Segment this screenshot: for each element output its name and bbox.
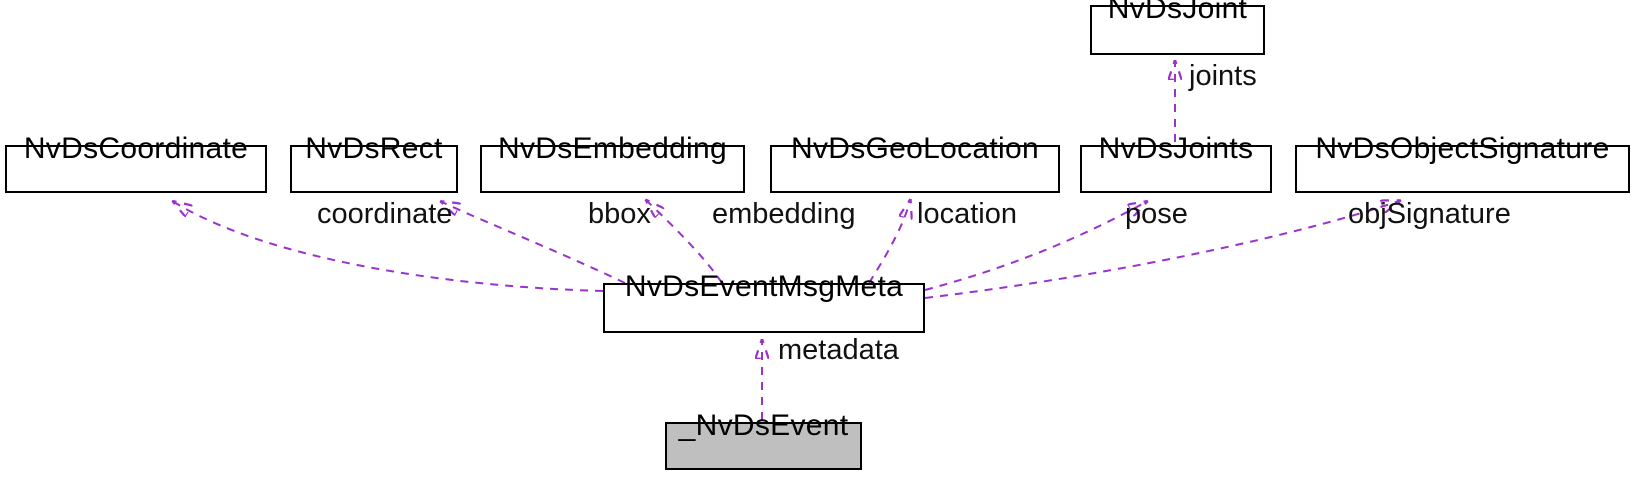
- class-name-nvdsrect: NvDsRect: [305, 132, 443, 165]
- class-name-nvdsjoints: NvDsJoints: [1098, 132, 1254, 165]
- edge-label-coordinate: coordinate: [317, 198, 453, 230]
- edge-label-bbox: bbox: [588, 198, 651, 230]
- class-name-nvdsobjectsignature: NvDsObjectSignature: [1315, 132, 1610, 165]
- class-node-nvdsrect[interactable]: NvDsRect: [290, 132, 458, 193]
- edge-label-joints: joints: [1189, 60, 1257, 92]
- class-name-nvdsgeolocation: NvDsGeoLocation: [791, 132, 1039, 165]
- class-node-nvdsjoint[interactable]: NvDsJoint: [1090, 0, 1265, 55]
- class-node-nvdsembedding[interactable]: NvDsEmbedding: [480, 132, 745, 193]
- edge-label-metadata: metadata: [778, 334, 899, 366]
- class-name-nvdsembedding: NvDsEmbedding: [497, 132, 727, 165]
- class-name-nvdsevent: _NvDsEvent: [678, 409, 849, 442]
- class-name-nvdscoordinate: NvDsCoordinate: [23, 132, 249, 165]
- class-node-nvdsobjectsignature[interactable]: NvDsObjectSignature: [1295, 132, 1630, 193]
- edge-label-location: location: [917, 198, 1017, 230]
- class-name-nvdseventmsgmeta: NvDsEventMsgMeta: [624, 270, 904, 303]
- edge-label-pose: pose: [1125, 198, 1188, 230]
- class-node-nvdsgeolocation[interactable]: NvDsGeoLocation: [770, 132, 1060, 193]
- class-node-nvdscoordinate[interactable]: NvDsCoordinate: [5, 132, 267, 193]
- edge-label-objsignature: objSignature: [1348, 198, 1511, 230]
- edge-label-embedding: embedding: [712, 198, 856, 230]
- class-node-nvdsevent[interactable]: _NvDsEvent: [665, 409, 862, 470]
- class-name-nvdsjoint: NvDsJoint: [1107, 0, 1248, 25]
- class-node-nvdsjoints[interactable]: NvDsJoints: [1080, 132, 1272, 193]
- class-node-nvdseventmsgmeta[interactable]: NvDsEventMsgMeta: [603, 270, 925, 333]
